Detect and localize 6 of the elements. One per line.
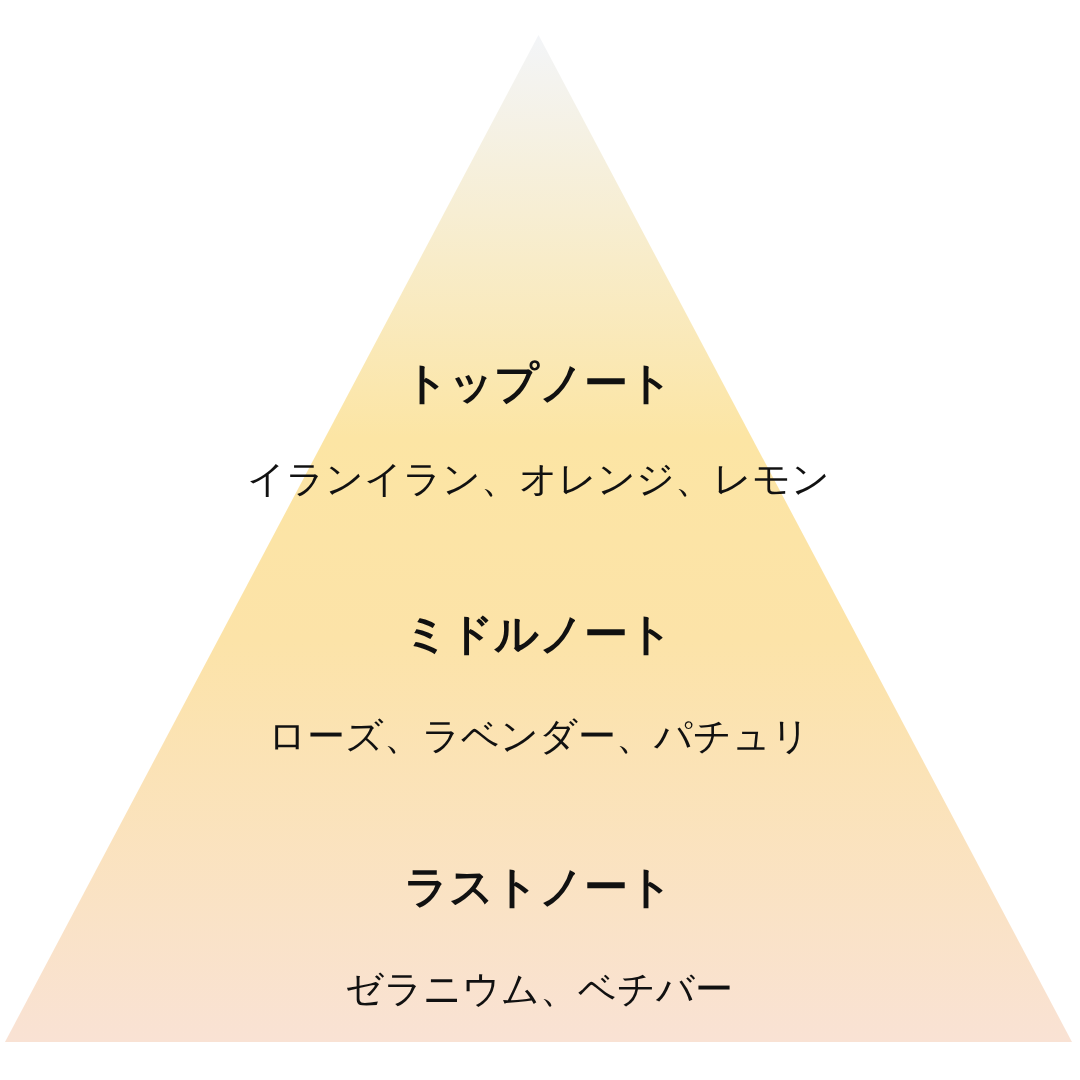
tier-heading: トップノート (404, 356, 673, 410)
tier-description: ローズ、ラベンダー、パチュリ (267, 714, 810, 760)
tier-heading: ラストノート (404, 860, 673, 914)
tier-heading: ミドルノート (404, 607, 673, 661)
tier-description: イランイラン、オレンジ、レモン (247, 457, 830, 503)
tier-description: ゼラニウム、ベチバー (344, 967, 733, 1013)
